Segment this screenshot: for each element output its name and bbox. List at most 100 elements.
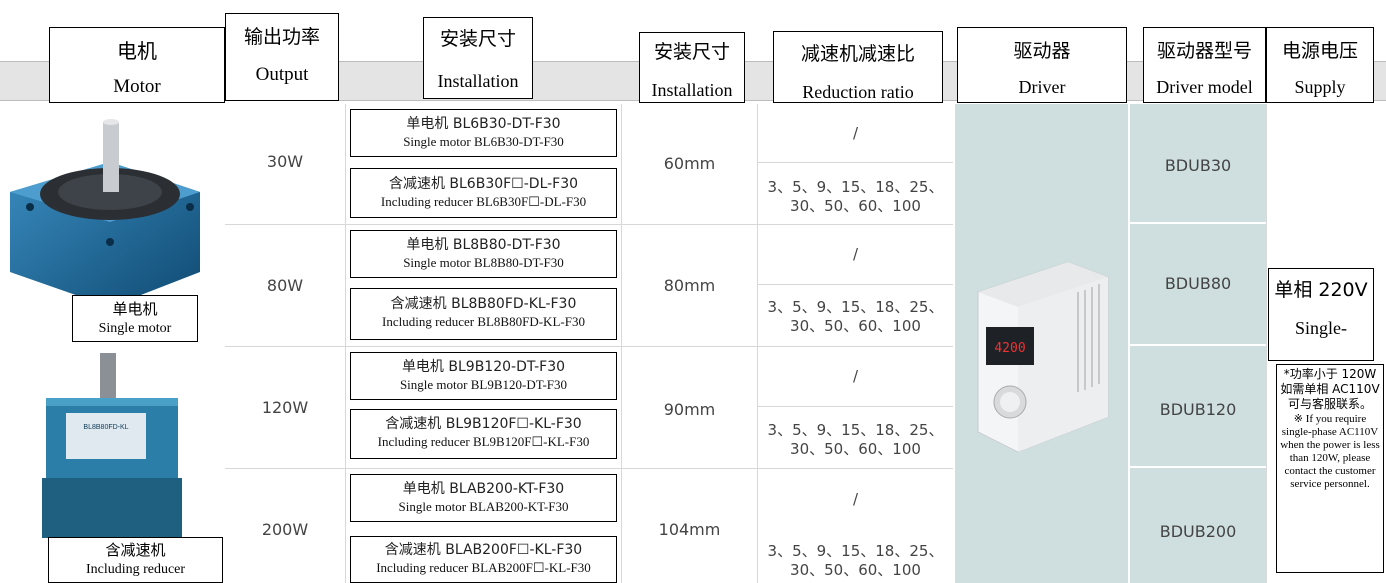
model-reducer-120w-zh: 含减速机 BL9B120F☐-KL-F30: [385, 416, 582, 432]
model-reducer-200w-zh: 含减速机 BLAB200F☐-KL-F30: [384, 542, 583, 558]
model-single-30w-zh: 单电机 BL6B30-DT-F30: [406, 116, 561, 132]
ratio-single-120w: /: [852, 367, 859, 385]
size-90mm: 90mm: [663, 400, 716, 419]
ratio-divider-2: [757, 284, 953, 285]
header-installation-model-en: Installation: [437, 71, 519, 91]
model-single-200w: 单电机 BLAB200-KT-F30 Single motor BLAB200-…: [350, 474, 617, 522]
label-single-motor-en: Single motor: [98, 321, 172, 336]
header-motor-en: Motor: [113, 76, 161, 97]
header-driver-model: 驱动器型号 Driver model: [1143, 27, 1266, 103]
size-60mm: 60mm: [663, 154, 716, 173]
driver-model-bdub200: BDUB200: [1159, 522, 1237, 541]
header-output: 输出功率 Output: [225, 13, 339, 101]
header-reduction-ratio-en: Reduction ratio: [802, 82, 914, 102]
model-reducer-200w: 含减速机 BLAB200F☐-KL-F30 Including reducer …: [350, 536, 617, 583]
label-including-reducer-en: Including reducer: [85, 562, 186, 577]
driver-model-cell-4: [1130, 468, 1266, 583]
header-supply-zh: 电源电压: [1281, 40, 1358, 62]
ratio-divider-1: [757, 162, 953, 163]
row-divider-3: [225, 468, 953, 469]
model-single-120w-zh: 单电机 BL9B120-DT-F30: [401, 359, 566, 375]
supply-sub: Single-: [1295, 318, 1347, 338]
size-column-line: [621, 104, 622, 583]
model-reducer-80w-zh: 含减速机 BL8B80FD-KL-F30: [390, 296, 577, 312]
supply-note-zh-1: *功率小于 120W: [1283, 367, 1377, 381]
model-single-30w-en: Single motor BL6B30-DT-F30: [403, 134, 564, 149]
model-reducer-120w-en: Including reducer BL9B120F☐-KL-F30: [377, 434, 590, 449]
header-installation-size: 安装尺寸 Installation: [639, 32, 745, 103]
header-reduction-ratio: 减速机减速比 Reduction ratio: [773, 31, 943, 103]
driver-display-readout: 4200: [994, 341, 1025, 356]
power-30w: 30W: [266, 152, 304, 171]
header-installation-size-zh: 安装尺寸: [653, 41, 730, 63]
header-driver-en: Driver: [1018, 77, 1066, 97]
model-reducer-200w-en: Including reducer BLAB200F☐-KL-F30: [376, 560, 591, 575]
header-supply: 电源电压 Supply: [1266, 27, 1374, 103]
motor-plate-text: BL8B80FD-KL: [83, 424, 128, 431]
supply-box: 单相 220V Single-: [1268, 268, 1374, 361]
supply-note-zh-2: 如需单相 AC110V: [1280, 382, 1380, 396]
model-reducer-80w: 含减速机 BL8B80FD-KL-F30 Including reducer B…: [350, 288, 617, 340]
ratio-reducer-200w-line1: 3、5、9、15、18、25、: [767, 542, 944, 560]
header-driver-model-zh: 驱动器型号: [1156, 40, 1252, 62]
ratio-reducer-120w-line2: 30、50、60、100: [790, 440, 921, 458]
supply-note-en: ※ If you require single-phase AC110V whe…: [1280, 413, 1380, 490]
row-divider-1: [225, 224, 953, 225]
model-single-80w-zh: 单电机 BL8B80-DT-F30: [406, 237, 561, 253]
driver-model-cell-1: [1130, 104, 1266, 222]
size-80mm: 80mm: [663, 276, 716, 295]
driver-model-bdub30: BDUB30: [1164, 156, 1232, 175]
model-single-30w: 单电机 BL6B30-DT-F30 Single motor BL6B30-DT…: [350, 109, 617, 157]
model-single-120w: 单电机 BL9B120-DT-F30 Single motor BL9B120-…: [350, 352, 617, 400]
power-120w: 120W: [261, 398, 309, 417]
ratio-single-30w: /: [852, 124, 859, 142]
ratio-reducer-120w-line1: 3、5、9、15、18、25、: [767, 421, 944, 439]
ratio-reducer-30w: 3、5、9、15、18、25、 30、50、60、100: [758, 178, 953, 216]
label-including-reducer-zh: 含减速机: [105, 541, 166, 559]
row-divider-2: [225, 346, 953, 347]
driver-model-bdub80: BDUB80: [1164, 274, 1232, 293]
model-reducer-80w-en: Including reducer BL8B80FD-KL-F30: [382, 314, 585, 329]
supply-column-line: [1266, 104, 1267, 583]
supply-main: 单相 220V: [1274, 279, 1368, 301]
header-reduction-ratio-zh: 减速机减速比: [800, 43, 915, 65]
reducer-motor-image: BL8B80FD-KL: [42, 353, 182, 538]
ratio-reducer-30w-line1: 3、5、9、15、18、25、: [767, 178, 944, 196]
model-single-80w-en: Single motor BL8B80-DT-F30: [403, 255, 564, 270]
label-including-reducer: 含减速机 Including reducer: [48, 537, 223, 583]
driver-model-cell-3: [1130, 346, 1266, 466]
driver-model-bdub120: BDUB120: [1159, 400, 1237, 419]
label-single-motor: 单电机 Single motor: [72, 295, 198, 342]
model-single-80w: 单电机 BL8B80-DT-F30 Single motor BL8B80-DT…: [350, 230, 617, 278]
ratio-divider-3: [757, 406, 953, 407]
header-supply-en: Supply: [1294, 77, 1346, 97]
ratio-column-line: [757, 104, 758, 583]
ratio-reducer-80w-line2: 30、50、60、100: [790, 317, 921, 335]
model-reducer-30w-en: Including reducer BL6B30F☐-DL-F30: [380, 194, 587, 209]
power-200w: 200W: [261, 520, 309, 539]
header-driver-zh: 驱动器: [1013, 40, 1071, 62]
size-104mm: 104mm: [658, 520, 721, 539]
header-motor-zh: 电机: [117, 39, 157, 63]
model-single-200w-en: Single motor BLAB200-KT-F30: [398, 499, 569, 514]
header-installation-size-en: Installation: [651, 80, 733, 100]
header-driver: 驱动器 Driver: [957, 27, 1127, 103]
model-column-line: [345, 104, 346, 583]
ratio-reducer-30w-line2: 30、50、60、100: [790, 197, 921, 215]
header-installation-model: 安装尺寸 Installation: [423, 17, 533, 99]
ratio-reducer-200w: 3、5、9、15、18、25、 30、50、60、100: [758, 542, 953, 580]
header-installation-model-zh: 安装尺寸: [439, 28, 516, 50]
model-reducer-30w-zh: 含减速机 BL6B30F☐-DL-F30: [388, 176, 579, 192]
ratio-single-80w: /: [852, 245, 859, 263]
supply-note-zh-3: 可与客服联系。: [1287, 397, 1372, 411]
ratio-single-200w: /: [852, 490, 859, 508]
supply-note: *功率小于 120W 如需单相 AC110V 可与客服联系。 ※ If you …: [1276, 364, 1384, 573]
model-reducer-120w: 含减速机 BL9B120F☐-KL-F30 Including reducer …: [350, 409, 617, 459]
ratio-reducer-200w-line2: 30、50、60、100: [790, 561, 921, 579]
single-motor-image: [10, 119, 200, 307]
model-single-200w-zh: 单电机 BLAB200-KT-F30: [402, 481, 565, 497]
header-motor: 电机 Motor: [49, 27, 225, 103]
ratio-reducer-120w: 3、5、9、15、18、25、 30、50、60、100: [758, 421, 953, 459]
model-reducer-30w: 含减速机 BL6B30F☐-DL-F30 Including reducer B…: [350, 168, 617, 218]
ratio-reducer-80w: 3、5、9、15、18、25、 30、50、60、100: [758, 298, 953, 336]
